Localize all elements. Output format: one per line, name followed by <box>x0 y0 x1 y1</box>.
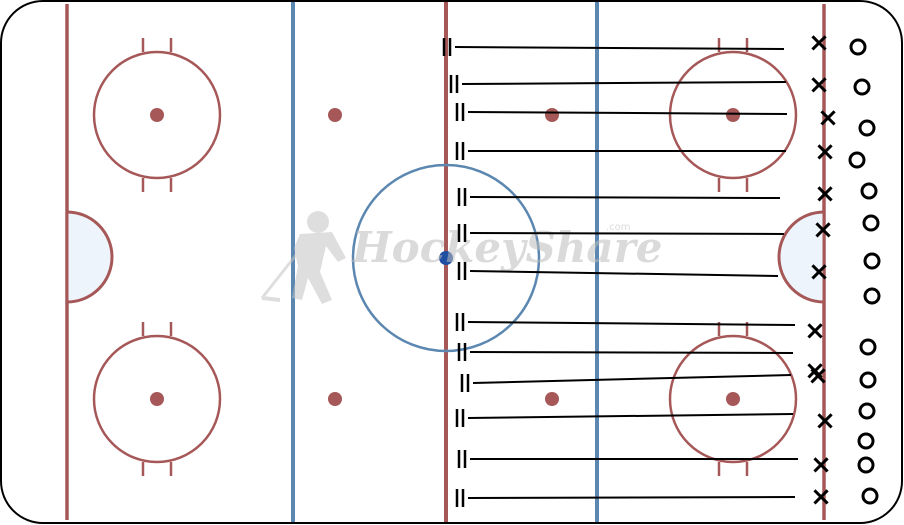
forward-x-4: × <box>814 137 836 167</box>
forward-x-10: × <box>807 361 829 391</box>
faceoff-ring <box>92 50 222 180</box>
watermark: HockeyShare .com <box>260 211 662 304</box>
drill-path-6 <box>469 232 785 235</box>
defense-o-1 <box>849 38 867 56</box>
defense-o-5 <box>860 182 878 200</box>
forward-x-7: × <box>808 257 830 287</box>
neutral-dot-left-bottom <box>328 392 342 406</box>
drill-path-11 <box>467 413 794 419</box>
defense-o-8 <box>863 287 881 305</box>
faceoff-dot <box>150 392 164 406</box>
watermark-player-silhouette <box>260 211 346 304</box>
faceoff-dot <box>150 108 164 122</box>
faceoff-circles <box>92 38 798 476</box>
defense-o-13 <box>857 456 875 474</box>
forward-x-2: × <box>808 70 830 100</box>
drill-path-5 <box>469 196 781 199</box>
forward-x-5: × <box>814 179 836 209</box>
drill-layer: ××××××××××××× <box>442 28 881 512</box>
drill-path-13 <box>467 496 796 499</box>
drill-path-10 <box>472 374 792 384</box>
faceoff-circle-right-top <box>668 38 798 192</box>
defense-o-11 <box>858 402 876 420</box>
forward-x-11: × <box>814 406 836 436</box>
defense-o-14 <box>861 487 879 505</box>
forward-x-6: × <box>812 215 834 245</box>
faceoff-dot <box>726 108 740 122</box>
drill-path-1 <box>454 46 785 50</box>
faceoff-circle-left-bottom <box>92 322 222 476</box>
watermark-suffix: .com <box>606 222 631 233</box>
watermark-text: HockeyShare <box>351 223 662 272</box>
defense-o-6 <box>862 214 880 232</box>
drill-path-9 <box>469 351 794 354</box>
defense-o-3 <box>858 119 876 137</box>
drill-path-2 <box>461 81 787 85</box>
forward-x-1: × <box>808 28 830 58</box>
defense-o-2 <box>853 78 871 96</box>
defense-o-10 <box>859 371 877 389</box>
neutral-dot-right-top <box>545 108 559 122</box>
neutral-dot-right-bottom <box>545 392 559 406</box>
forward-x-8: × <box>804 316 826 346</box>
drill-path-3 <box>467 111 788 115</box>
drill-path-7 <box>469 270 779 277</box>
drill-path-8 <box>467 321 796 326</box>
defense-o-7 <box>863 252 881 270</box>
forward-x-12: × <box>810 450 832 480</box>
faceoff-circle-left-top <box>92 38 222 192</box>
forward-x-13: × <box>810 482 832 512</box>
faceoff-dot <box>726 392 740 406</box>
defense-o-9 <box>859 338 877 356</box>
faceoff-ring <box>92 334 222 464</box>
right-goal-crease <box>777 210 826 304</box>
faceoff-ring <box>668 334 798 464</box>
forward-x-3: × <box>817 103 839 133</box>
faceoff-ring <box>668 50 798 180</box>
left-goal-crease <box>65 210 114 304</box>
forward-x-9: × <box>804 356 826 386</box>
neutral-dot-left-top <box>328 108 342 122</box>
center-circle <box>351 163 541 353</box>
center-faceoff-dot <box>439 251 453 265</box>
defense-o-12 <box>857 432 875 450</box>
defense-o-4 <box>848 151 866 169</box>
faceoff-circle-right-bottom <box>668 322 798 476</box>
